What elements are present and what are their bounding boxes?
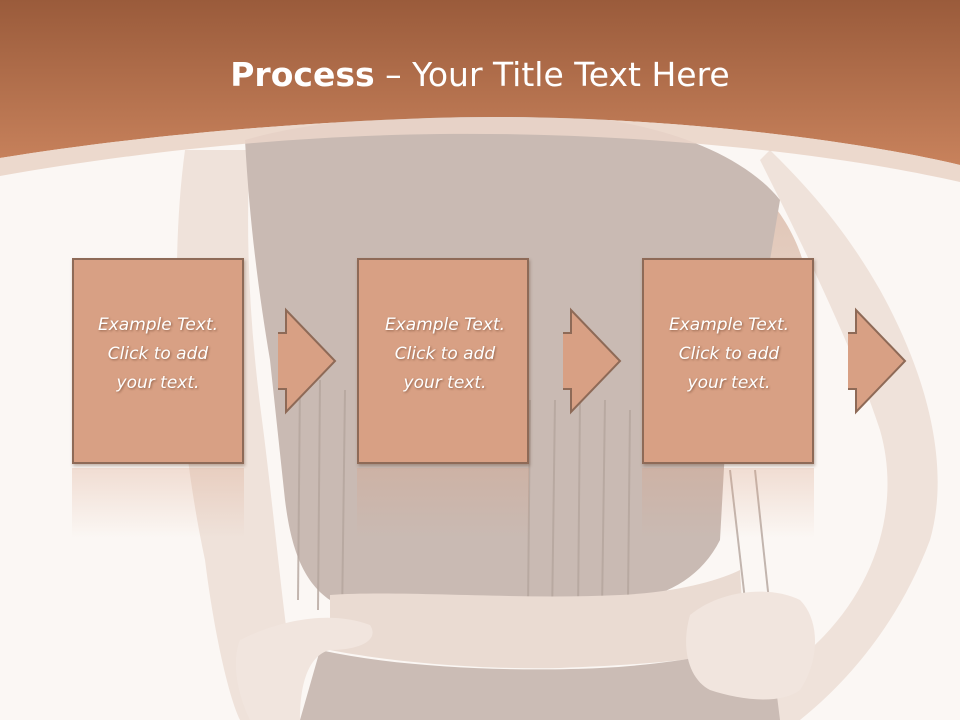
step-2-arrow-icon [563, 307, 622, 415]
title-bold-text: Process [230, 55, 375, 94]
step-3-arrow-icon [848, 307, 907, 415]
step-1-arrow-icon [278, 307, 337, 415]
step-3-text[interactable]: Example Text. Click to add your text. [668, 315, 790, 393]
step-1-text[interactable]: Example Text. Click to add your text. [97, 315, 219, 393]
step-2-text[interactable]: Example Text. Click to add your text. [384, 315, 506, 393]
step-2-box[interactable] [357, 258, 529, 464]
step-3-reflection [642, 468, 814, 538]
slide-title[interactable]: Process – Your Title Text Here [0, 52, 960, 98]
step-2-reflection [357, 468, 529, 538]
step-3-box[interactable] [642, 258, 814, 464]
step-1-box[interactable] [72, 258, 244, 464]
step-1-reflection [72, 468, 244, 538]
title-rest-text: – Your Title Text Here [374, 55, 730, 94]
